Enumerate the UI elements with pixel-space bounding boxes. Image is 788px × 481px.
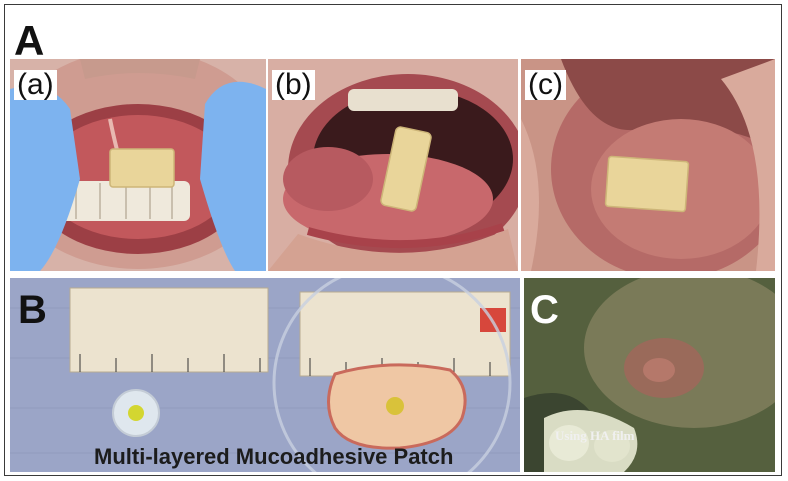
photo-a-gum-patch — [10, 59, 266, 271]
panel-b-label: B — [18, 288, 47, 332]
panel-c-annotation: Using HA film — [555, 428, 635, 443]
photo-b-patches-ruler — [10, 278, 520, 472]
panel-b-caption: Multi-layered Mucoadhesive Patch — [94, 444, 454, 469]
panel-c-label: C — [530, 288, 559, 332]
figure-frame — [4, 4, 782, 476]
photo-c-mucosa — [524, 278, 775, 472]
subpanel-a-label: (a) — [14, 70, 57, 100]
panel-a-label: A — [14, 17, 45, 64]
photo-b-tongue-patch — [268, 59, 518, 271]
subpanel-b-label: (b) — [272, 70, 315, 100]
subpanel-c-label: (c) — [525, 70, 566, 100]
